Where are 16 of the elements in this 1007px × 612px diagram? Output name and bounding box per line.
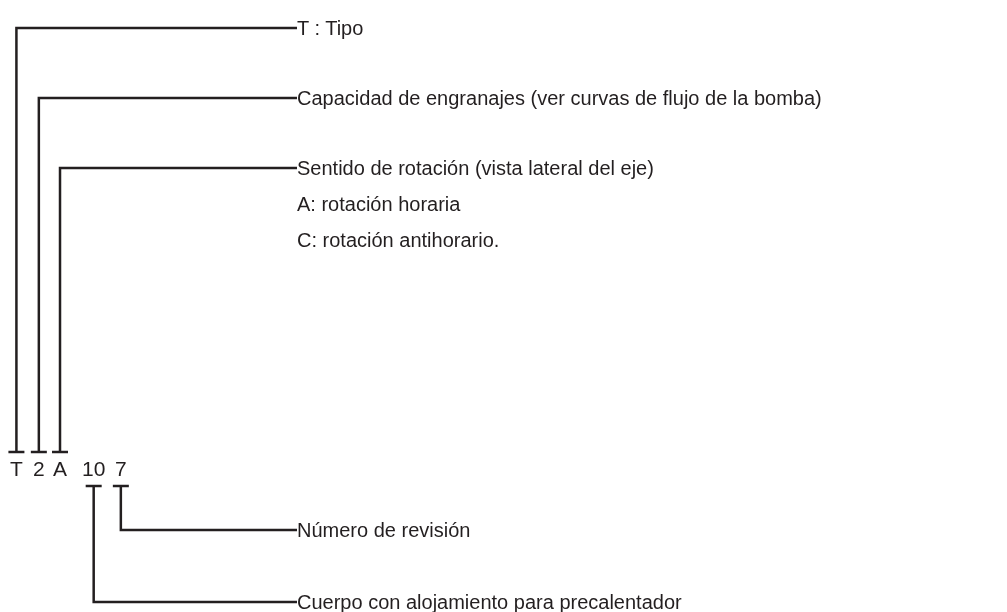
leader-line <box>84 484 297 604</box>
code-character: 2 <box>33 458 45 480</box>
description-text: T : Tipo <box>297 16 364 41</box>
code-character: 7 <box>115 458 127 480</box>
option-text: C: rotación antihorario. <box>297 228 501 253</box>
leader-line <box>111 484 297 532</box>
leader-line <box>50 166 297 454</box>
leader-line <box>29 96 297 454</box>
description-text: Sentido de rotación (vista lateral del eje) <box>297 156 654 181</box>
code-character: A <box>53 458 67 480</box>
leader-line <box>7 26 297 454</box>
description-text: Capacidad de engranajes (ver curvas de flujo de la bomba) <box>297 86 822 111</box>
code-character: 10 <box>82 458 106 480</box>
description-text: Número de revisión <box>297 518 471 543</box>
code-character: T <box>10 458 23 480</box>
option-text: A: rotación horaria <box>297 192 462 217</box>
